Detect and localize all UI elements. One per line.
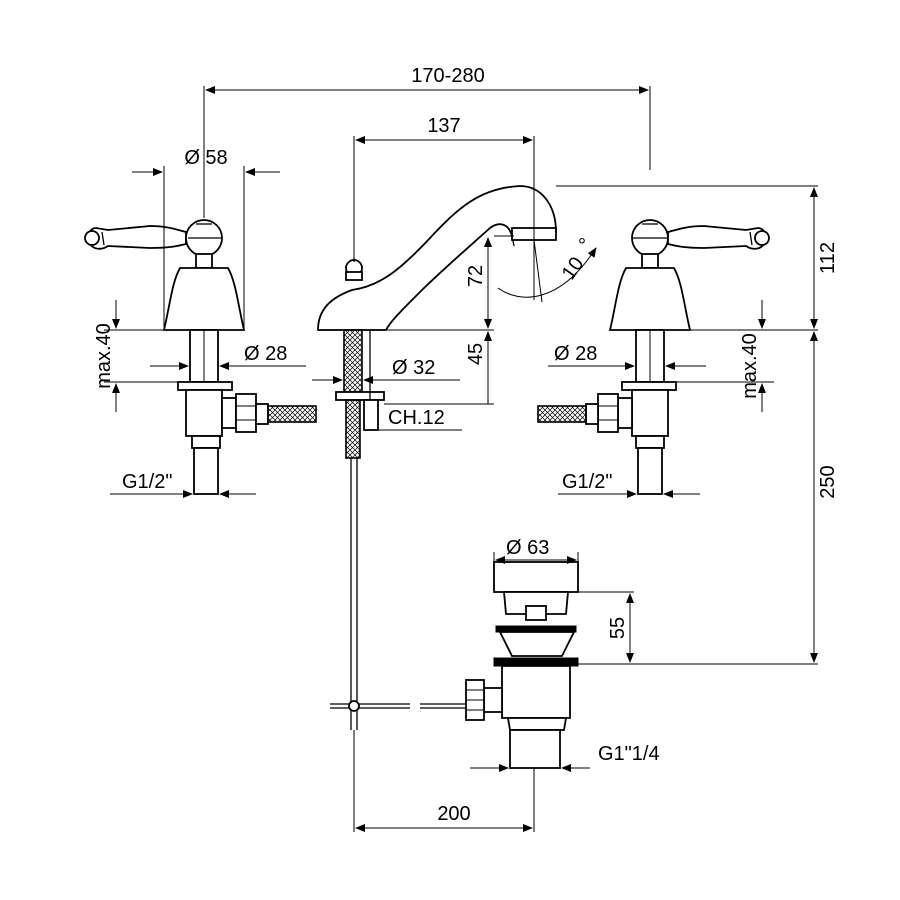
dim-spout-shank-length-label: 45 — [465, 343, 487, 365]
dim-wrench-label: CH.12 — [388, 407, 445, 429]
dimension-lines — [104, 86, 818, 832]
dim-right-shank-label: Ø 28 — [554, 343, 597, 365]
dim-drain-height-label: 55 — [607, 617, 629, 639]
left-valve — [84, 219, 317, 495]
dim-drain-diameter-label: Ø 63 — [506, 537, 549, 559]
dim-right-thread-label: G1/2" — [562, 471, 612, 493]
dim-drain-thread-label: G1"1/4 — [598, 743, 660, 765]
dim-spout-shank-label: Ø 32 — [392, 357, 435, 379]
dimension-labels: 170-280 137 Ø 58 72 10 ° 112 max.40 max.… — [93, 65, 839, 825]
dim-left-thread-label: G1/2" — [122, 471, 172, 493]
dim-spout-reach-label: 137 — [427, 115, 460, 137]
spout-assembly — [317, 185, 557, 730]
dim-right-deck-label: max.40 — [739, 333, 761, 399]
right-valve — [537, 219, 770, 495]
dim-left-deck-label: max.40 — [93, 323, 115, 389]
dim-drain-offset-label: 200 — [437, 803, 470, 825]
pop-up-drain — [420, 561, 579, 769]
dim-total-height-label: 112 — [817, 242, 839, 274]
dim-left-shank-label: Ø 28 — [244, 343, 287, 365]
dim-handle-diameter-label: Ø 58 — [184, 147, 227, 169]
dim-angle-degree-label: ° — [578, 235, 586, 257]
dim-spout-height-label: 72 — [465, 265, 487, 287]
dim-spread-label: 170-280 — [411, 65, 484, 87]
dim-overall-height-label: 250 — [817, 465, 839, 498]
dim-angle-label: 10 — [558, 253, 589, 284]
